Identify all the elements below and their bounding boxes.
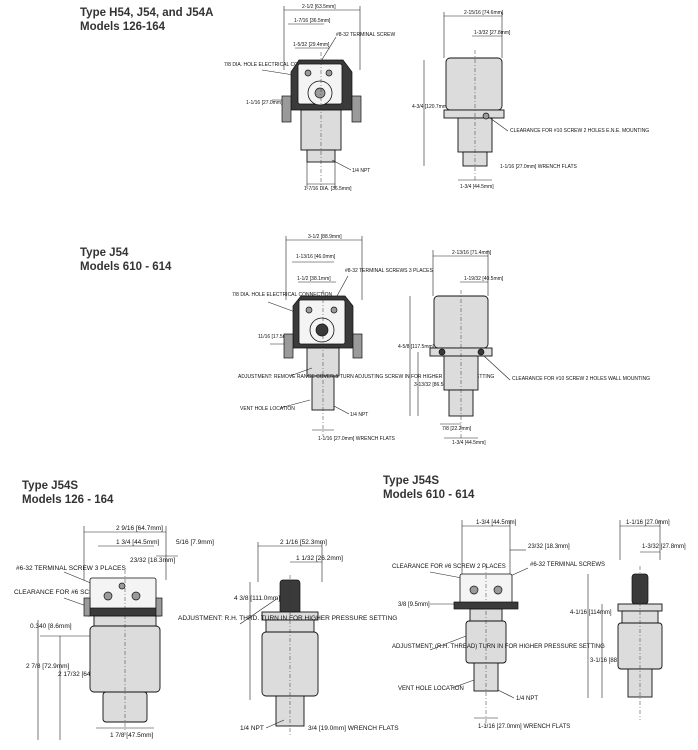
- dim-ledge: 3/8 [9.5mm]: [398, 602, 430, 608]
- label-clearance: CLEARANCE FOR #10 SCREW 2 HOLES E.N.E. M…: [510, 128, 649, 134]
- j54s-610-side-view: 1-1/16 [27.0mm] 1-3/32 [27.8mm] 4-1/16 […: [570, 520, 686, 720]
- j54-front-view: 3-1/2 [88.9mm] 1-13/16 [46.0mm] 1-1/2 [3…: [232, 234, 494, 442]
- dim-five16: 5/16 [7.9mm]: [176, 539, 214, 546]
- dim-side-base: 1-3/4 [44.5mm]: [452, 440, 486, 446]
- dim-height-a: 2 7/8 [72.9mm]: [26, 663, 70, 670]
- label-wrench: 3/4 [19.0mm] WRENCH FLATS: [308, 725, 399, 732]
- label-npt: 1/4 NPT: [240, 725, 264, 732]
- type-line: Type H54, J54, and J54A: [80, 7, 214, 19]
- type-line: Type J54: [80, 247, 129, 259]
- dim-height: 4-3/4 [120.7mm]: [412, 104, 449, 110]
- dim-side-width: 2-13/16 [71.4mm]: [452, 250, 492, 256]
- dim-side-base: 1-3/4 [44.5mm]: [460, 184, 494, 190]
- dim-side-width: 2-15/16 [74.6mm]: [464, 10, 504, 16]
- dim-side-half: 1 1/32 [26.2mm]: [296, 555, 343, 562]
- label-clearance: CLEARANCE FOR #10 SCREW 2 HOLES WALL MOU…: [512, 376, 650, 382]
- models-line: Models 126-164: [80, 21, 166, 33]
- dim-side-small: 1-3/32 [27.8mm]: [642, 544, 686, 550]
- dim-base: 1 7/8 [47.5mm]: [110, 732, 154, 739]
- dim-inner-width: 1-3/4 [44.5mm]: [476, 520, 517, 526]
- label-knockout: 7/8 DIA. HOLE ELECTRICAL CONNECTION: [232, 292, 333, 298]
- models-line: Models 610 - 614: [80, 261, 172, 273]
- dim-side-height: 4-1/16 [114mm]: [570, 610, 612, 616]
- dim-inner-width: 1 3/4 [44.5mm]: [116, 539, 160, 546]
- dim-twenty3: 23/32 [18.3mm]: [130, 557, 175, 564]
- type-line: Type J54S: [383, 475, 440, 487]
- j54s-126-side-view: 2 1/16 [52.3mm] 1 1/32 [26.2mm] 4 3/8 [1…: [178, 539, 399, 735]
- dim-side-half: 1-3/32 [27.8mm]: [474, 30, 511, 36]
- dim-twenty3: 23/32 [18.3mm]: [528, 544, 570, 550]
- label-wrench: 1-1/16 [27.0mm] WRENCH FLATS: [478, 724, 570, 730]
- j54s-126-front-view: 2 9/16 [64.7mm] 1 3/4 [44.5mm] 5/16 [7.9…: [14, 525, 214, 740]
- section-title-3: Type J54S Models 126 - 164: [22, 479, 113, 507]
- type-line: Type J54S: [22, 480, 79, 492]
- label-terminal: #6-32 TERMINAL SCREW 3 PLACES: [16, 565, 126, 572]
- label-npt: 1/4 NPT: [516, 696, 538, 702]
- dim-side-lower: 3-1/16 [88.9mm]: [590, 658, 634, 664]
- h54-side-view: 2-15/16 [74.6mm] 1-3/32 [27.8mm] 4-3/4 […: [412, 10, 649, 190]
- h54-front-view: 2-1/2 [63.5mm] 1-7/16 [36.5mm] 1-5/32 [2…: [224, 4, 395, 192]
- label-wrench: 1-1/16 [27.0mm] WRENCH FLATS: [500, 164, 578, 170]
- j54s-610-front-view: 1-3/4 [44.5mm] 23/32 [18.3mm] CLEARANCE …: [392, 520, 605, 730]
- section-title-4: Type J54S Models 610 - 614: [383, 474, 474, 502]
- dim-foot: 7/8 [22.2mm]: [442, 426, 472, 432]
- label-terminal: #8-32 TERMINAL SCREWS 3 PLACES: [345, 268, 433, 274]
- label-terminal: #6-32 TERMINAL SCREWS: [530, 562, 605, 568]
- dim-boss: 1-1/2 [38.1mm]: [297, 276, 331, 282]
- dim-side-half: 1-19/32 [40.5mm]: [464, 276, 504, 282]
- label-adjust: ADJUSTMENT: R.H. THRD. TURN IN FOR HIGHE…: [178, 615, 397, 622]
- dim-half-width: 1-13/16 [46.0mm]: [296, 254, 336, 260]
- dim-lower: 3-13/32 [86.5mm]: [414, 382, 454, 388]
- dim-overall-width: 3-1/2 [88.9mm]: [308, 234, 342, 240]
- dim-height-b: 2 17/32 [64.2mm]: [58, 671, 109, 678]
- dim-boss: 1-5/32 [29.4mm]: [293, 42, 330, 48]
- dim-height: 4-5/8 [117.5mm]: [398, 344, 435, 350]
- label-adjust: ADJUSTMENT: (R.H. THREAD) TURN IN FOR HI…: [392, 644, 605, 650]
- label-clearance: CLEARANCE FOR #6 SCREW 2 PLACES: [14, 589, 138, 596]
- dim-overall-width: 2-1/2 [63.5mm]: [302, 4, 336, 10]
- dim-base: 1-7/16 DIA. [36.5mm]: [304, 186, 352, 192]
- label-knockout: 7/8 DIA. HOLE ELECTRICAL CONNECTION: [224, 62, 325, 68]
- dim-half-width: 1-7/16 [36.5mm]: [294, 18, 331, 24]
- dim-offset: 1-1/16 [27.0mm]: [246, 100, 283, 106]
- models-line: Models 610 - 614: [383, 489, 475, 501]
- section-title-1: Type H54, J54, and J54A Models 126-164: [80, 6, 213, 34]
- dim-ledge: 0.340 [8.6mm]: [30, 623, 72, 630]
- section-title-2: Type J54 Models 610 - 614: [80, 246, 171, 274]
- models-line: Models 126 - 164: [22, 494, 114, 506]
- dim-side-top: 1-1/16 [27.0mm]: [626, 520, 670, 526]
- label-npt: 1/4 NPT: [352, 168, 370, 174]
- label-clearance: CLEARANCE FOR #6 SCREW 2 PLACES: [392, 564, 506, 570]
- label-adjust: ADJUSTMENT: REMOVE RANGE COVER & TURN AD…: [238, 374, 494, 380]
- label-wrench: 1-1/16 [27.0mm] WRENCH FLATS: [318, 436, 396, 442]
- label-npt: 1/4 NPT: [350, 412, 368, 418]
- label-vent: VENT HOLE LOCATION: [398, 686, 464, 692]
- dim-side-height: 4 3/8 [111.0mm]: [234, 595, 280, 602]
- dim-side-width: 2 1/16 [52.3mm]: [280, 539, 327, 546]
- label-terminal: #8-32 TERMINAL SCREW: [336, 32, 395, 38]
- dim-overall-width: 2 9/16 [64.7mm]: [116, 525, 163, 532]
- dim-offset: 11/16 [17.5mm]: [258, 334, 293, 340]
- label-vent: VENT HOLE LOCATION: [240, 406, 295, 412]
- j54-side-view: 2-13/16 [71.4mm] 1-19/32 [40.5mm] 4-5/8 …: [398, 250, 650, 446]
